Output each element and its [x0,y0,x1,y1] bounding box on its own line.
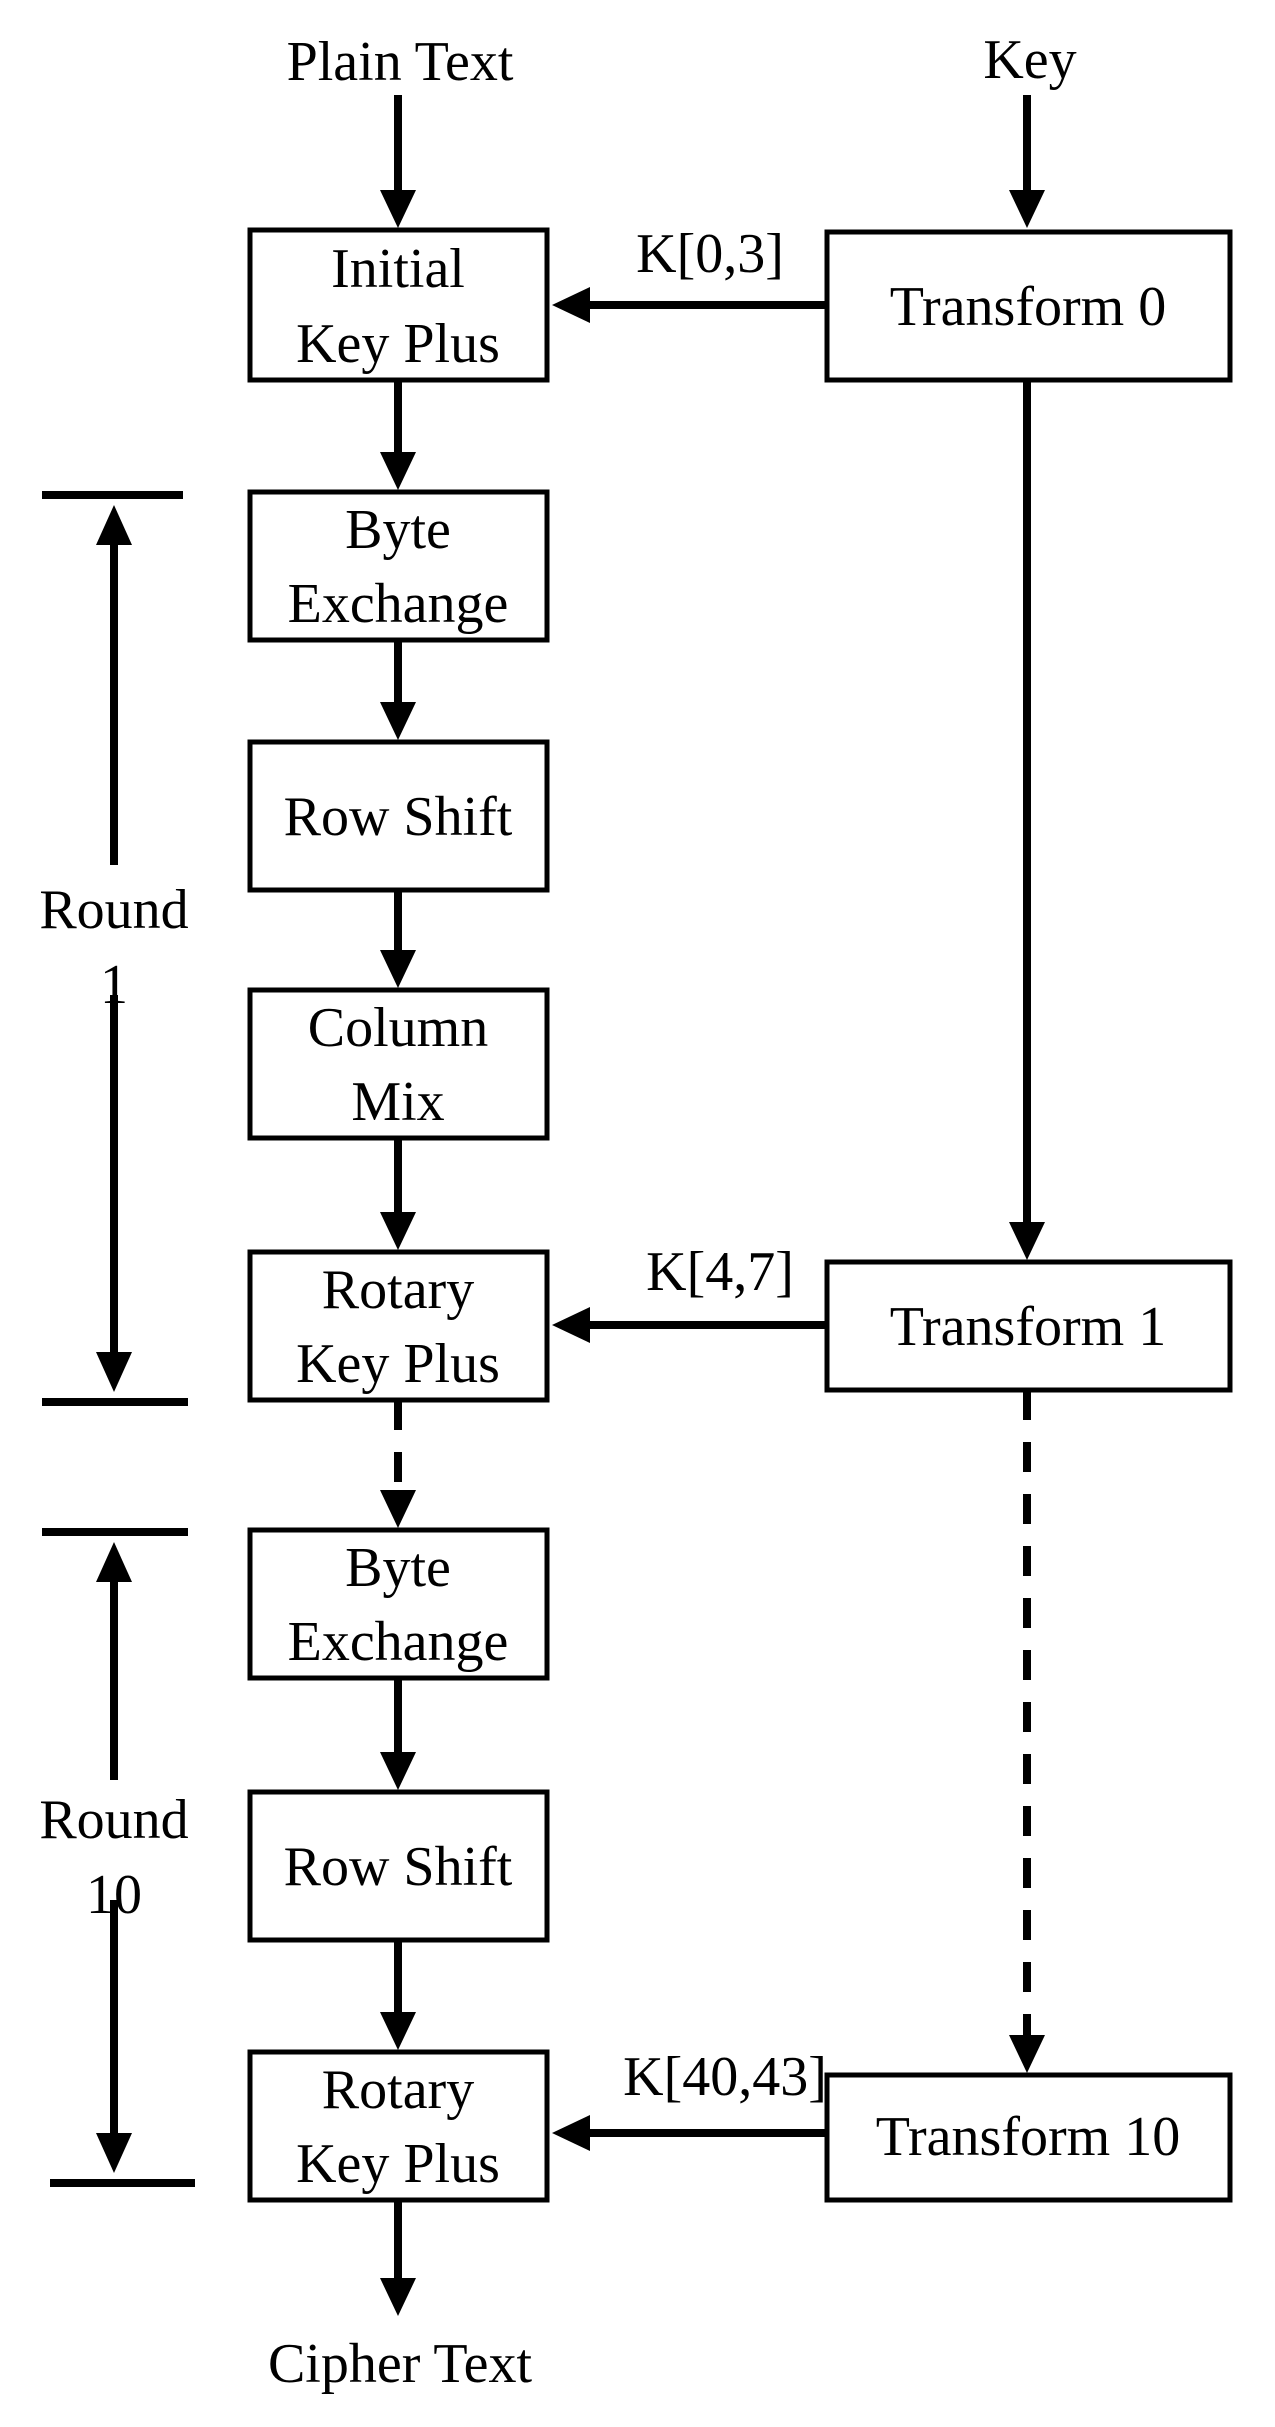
byte-exchange-10-line2: Exchange [288,1611,509,1673]
rotary-key-plus-1-line1: Rotary [322,1259,474,1321]
round-10-line2: 10 [86,1864,142,1926]
arrowhead [552,1307,590,1343]
arrowhead [552,2115,590,2151]
arrowhead [380,702,416,740]
arrowhead [380,2278,416,2316]
arrowhead [380,1752,416,1790]
rotary-key-plus-10-line1: Rotary [322,2059,474,2121]
arrowhead [1009,190,1045,228]
rotary-key-plus-1-line2: Key Plus [296,1333,500,1395]
row-shift-10-label: Row Shift [284,1836,513,1898]
plain-text-label: Plain Text [287,31,514,93]
arrowhead [552,287,590,323]
initial-key-plus-box: Initial Key Plus [247,227,550,383]
initial-key-plus-line1: Initial [331,238,465,300]
round-1-line1: Round [39,879,188,941]
arrowhead [380,1490,416,1528]
transform-10-box: Transform 10 [824,2072,1233,2203]
arrowhead [380,2012,416,2050]
rotary-key-plus-1-box: Rotary Key Plus [247,1249,550,1403]
arrowhead [380,452,416,490]
arrowhead [380,190,416,228]
round-10-line1: Round [39,1789,188,1851]
byte-exchange-1-line2: Exchange [288,573,509,635]
arrowhead [1009,1222,1045,1260]
rotary-key-plus-10-line2: Key Plus [296,2133,500,2195]
key-k1-label: K[4,7] [646,1241,794,1303]
byte-exchange-10-box: Byte Exchange [247,1527,550,1681]
column-mix-line1: Column [308,997,488,1059]
row-shift-1-label: Row Shift [284,786,513,848]
round-10-bracket [42,1528,195,2187]
key-k0-label: K[0,3] [636,223,784,285]
row-shift-10-box: Row Shift [247,1789,550,1943]
column-mix-box: Column Mix [247,987,550,1141]
byte-exchange-10-line1: Byte [345,1537,451,1599]
rotary-key-plus-10-box: Rotary Key Plus [247,2049,550,2203]
initial-key-plus-line2: Key Plus [296,313,500,375]
transform-0-box: Transform 0 [824,229,1233,383]
key-k10-label: K[40,43] [623,2046,827,2108]
arrowhead [1009,2035,1045,2073]
row-shift-1-box: Row Shift [247,739,550,893]
transform-0-label: Transform 0 [890,276,1166,338]
transform-1-box: Transform 1 [824,1259,1233,1393]
arrowhead [380,950,416,988]
column-mix-line2: Mix [351,1071,444,1133]
cipher-text-label: Cipher Text [268,2333,533,2395]
key-label: Key [983,29,1076,91]
transform-1-label: Transform 1 [890,1296,1166,1358]
round-1-line2: 1 [100,954,128,1016]
byte-exchange-1-box: Byte Exchange [247,489,550,643]
arrowhead [380,1212,416,1250]
round-1-bracket [42,491,188,1406]
byte-exchange-1-line1: Byte [345,499,451,561]
transform-10-label: Transform 10 [876,2106,1180,2168]
